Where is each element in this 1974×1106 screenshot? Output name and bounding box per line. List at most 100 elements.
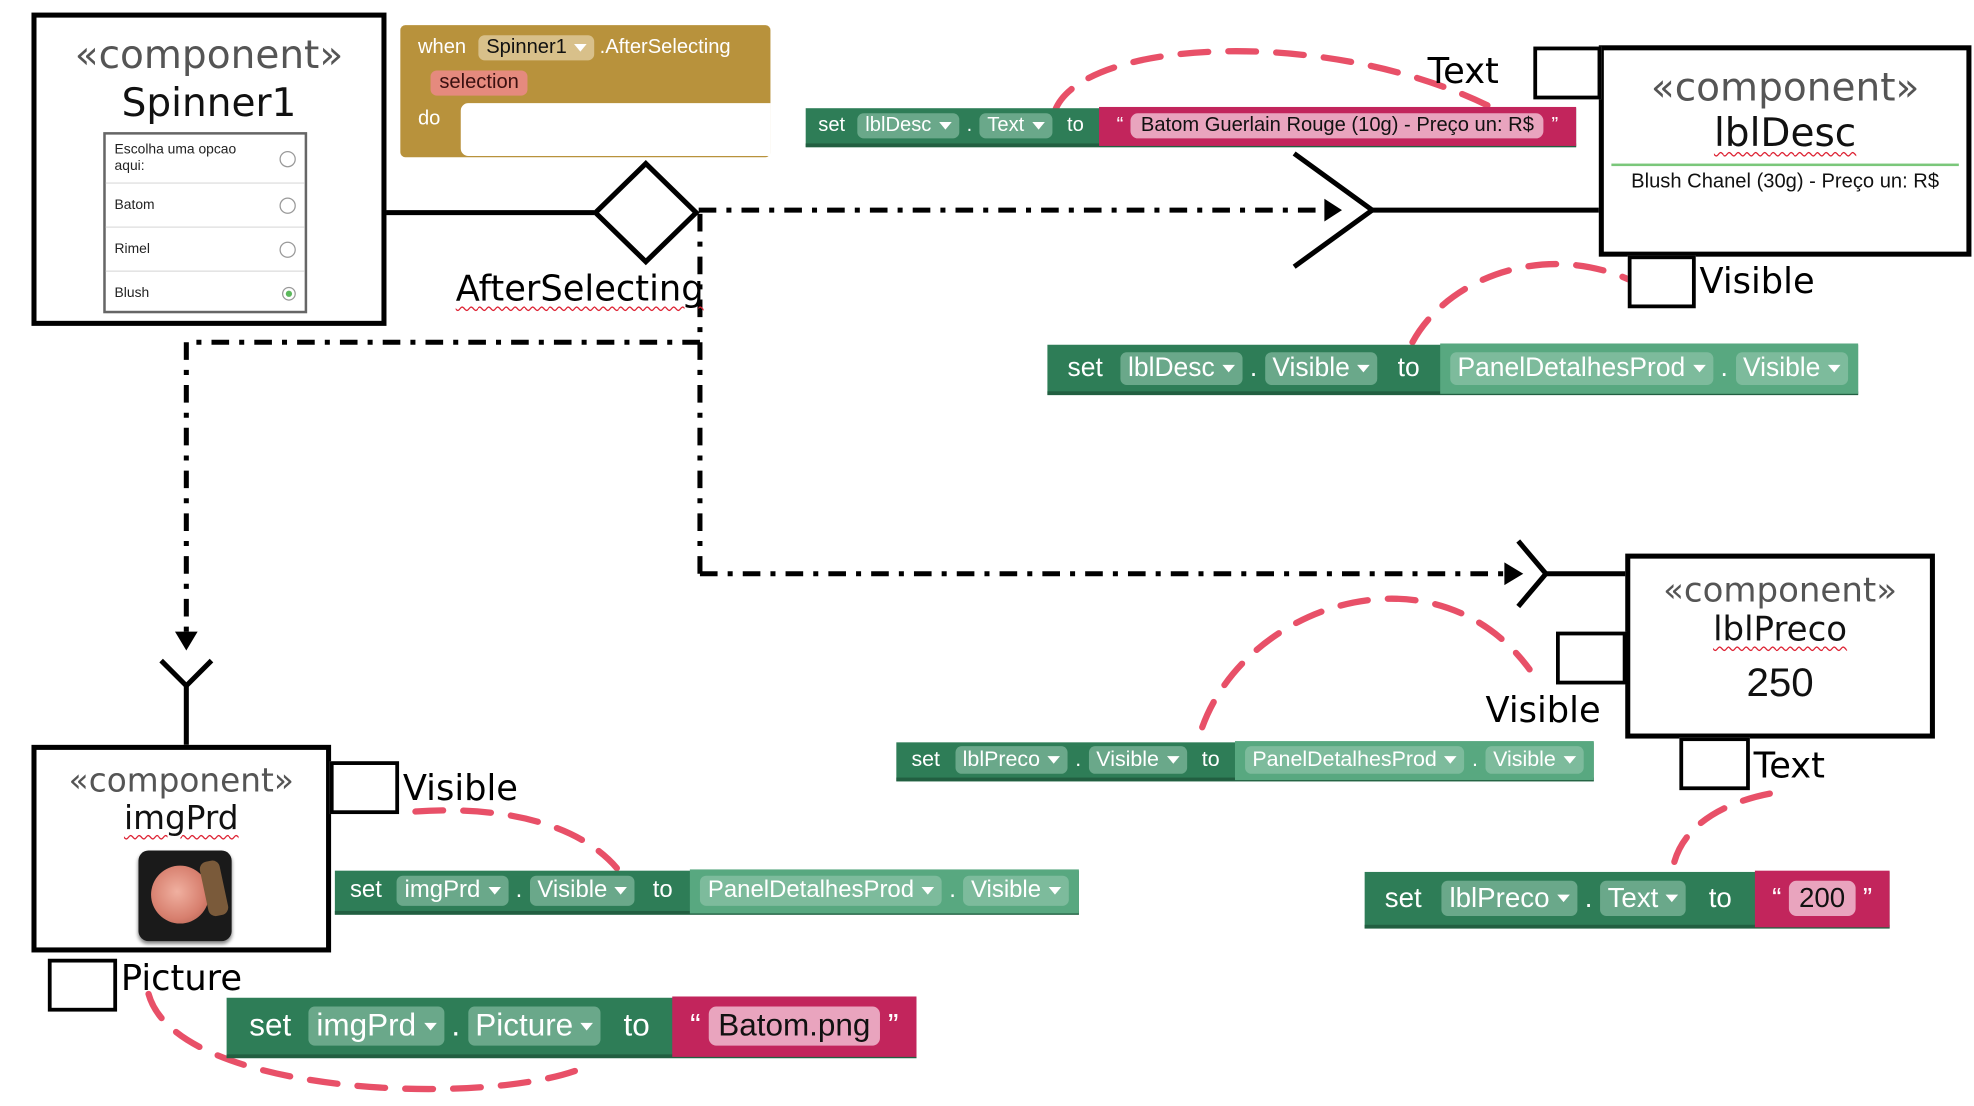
string-block[interactable]: “ Batom.png ” — [672, 995, 917, 1057]
block-set-imgPrd-picture[interactable]: set imgPrd . Picture to “ Batom.png ” — [226, 995, 917, 1059]
lblDesc-text: Blush Chanel (30g) - Preço un: R$ — [1631, 171, 1940, 193]
stereotype-label: «component» — [74, 32, 344, 79]
chevron-down-icon — [1563, 756, 1576, 764]
set-keyword: set — [818, 114, 846, 136]
block-set-lblPreco-text[interactable]: set lblPreco . Text to “ 200 ” — [1364, 870, 1890, 929]
property-dropdown[interactable]: Visible — [1088, 746, 1187, 774]
property-dropdown[interactable]: Visible — [1485, 746, 1584, 774]
component-name: lblPreco — [1713, 610, 1848, 650]
chevron-down-icon — [574, 44, 588, 52]
port-label-imgPrd-picture: Picture — [120, 957, 243, 1000]
port-imgPrd-visible — [329, 761, 400, 815]
port-label-lblPreco-text: Text — [1753, 744, 1825, 787]
event-param-selection[interactable]: selection — [430, 70, 528, 96]
getter-block[interactable]: PanelDetalhesProd . Visible — [1234, 740, 1594, 780]
chevron-down-icon — [1557, 894, 1570, 903]
lblDesc-divider — [1611, 163, 1959, 167]
component-dropdown[interactable]: PanelDetalhesProd — [1449, 351, 1713, 385]
chevron-down-icon — [1692, 364, 1706, 372]
chevron-down-icon — [1665, 894, 1679, 903]
property-dropdown[interactable]: Visible — [963, 875, 1069, 906]
component-dropdown[interactable]: lblPreco — [1441, 880, 1578, 916]
spinner-option[interactable]: Blush — [106, 272, 305, 315]
stereotype-label: «component» — [1663, 571, 1898, 611]
string-block[interactable]: “ Batom Guerlain Rouge (10g) - Preço un:… — [1098, 106, 1576, 146]
spinner-option-label: Batom — [114, 197, 155, 213]
to-keyword: to — [1201, 747, 1220, 772]
arrowhead-lblPreco — [1504, 562, 1524, 586]
component-dropdown[interactable]: lblDesc — [1120, 351, 1243, 385]
spinner-option-label: Rimel — [114, 241, 150, 257]
component-name: lblDesc — [1713, 110, 1857, 157]
crowfoot-imgPrd — [159, 658, 214, 690]
radio-icon — [279, 240, 296, 258]
component-dropdown[interactable]: PanelDetalhesProd — [700, 875, 942, 906]
chevron-down-icon — [614, 887, 628, 895]
property-dropdown[interactable]: Picture — [467, 1006, 601, 1046]
aggregation-diamond — [591, 160, 700, 266]
spinner-prompt: Escolha uma opcao aqui: — [114, 142, 237, 174]
component-dropdown[interactable]: lblDesc — [857, 113, 960, 139]
property-dropdown[interactable]: Visible — [529, 875, 636, 906]
getter-block[interactable]: PanelDetalhesProd . Visible — [1439, 342, 1859, 394]
chevron-down-icon — [1048, 887, 1062, 895]
chevron-down-icon — [1047, 756, 1061, 764]
port-lblPreco-text — [1679, 737, 1750, 791]
spinner-option-label: Blush — [114, 285, 150, 301]
radio-icon — [279, 150, 296, 167]
event-handler-block[interactable]: when Spinner1 .AfterSelecting selection … — [400, 25, 771, 158]
string-block[interactable]: “ 200 ” — [1754, 870, 1890, 927]
block-set-imgPrd-visible[interactable]: set imgPrd . Visible to PanelDetalhesPro… — [334, 868, 1079, 915]
port-label-imgPrd-visible: Visible — [402, 767, 518, 810]
string-value[interactable]: Batom Guerlain Rouge (10g) - Preço un: R… — [1130, 113, 1544, 139]
chevron-down-icon — [1827, 364, 1841, 372]
property-dropdown[interactable]: Visible — [1735, 351, 1849, 385]
port-label-lblDesc-text: Text — [1427, 50, 1499, 92]
component-dropdown[interactable]: lblPreco — [955, 746, 1068, 774]
to-keyword: to — [1397, 352, 1420, 382]
set-keyword: set — [249, 1007, 292, 1044]
to-keyword: to — [1067, 114, 1084, 136]
port-imgPrd-picture — [47, 958, 118, 1012]
spinner-component: «component» Spinner1 Escolha uma opcao a… — [31, 12, 387, 326]
set-keyword: set — [1384, 881, 1422, 914]
chevron-down-icon — [487, 887, 501, 895]
block-set-lblDesc-text[interactable]: set lblDesc . Text to “ Batom Guerlain R… — [805, 106, 1576, 148]
component-name: Spinner1 — [121, 80, 297, 126]
getter-block[interactable]: PanelDetalhesProd . Visible — [690, 868, 1079, 913]
string-value[interactable]: Batom.png — [708, 1006, 881, 1046]
event-component-dropdown[interactable]: Spinner1 — [478, 35, 595, 61]
to-keyword: to — [623, 1007, 650, 1044]
event-do-label: do — [417, 108, 441, 130]
lblDesc-component: «component» lblDesc Blush Chanel (30g) -… — [1598, 45, 1972, 257]
set-keyword: set — [1067, 352, 1103, 382]
component-dropdown[interactable]: imgPrd — [397, 875, 509, 906]
to-keyword: to — [652, 876, 673, 904]
property-dropdown[interactable]: Text — [979, 113, 1052, 139]
lblPreco-value: 250 — [1746, 659, 1814, 705]
spinner-prompt-row[interactable]: Escolha uma opcao aqui: — [105, 135, 305, 184]
spinner-widget[interactable]: Escolha uma opcao aqui: Batom Rimel Blus… — [103, 132, 308, 315]
block-set-lblPreco-visible[interactable]: set lblPreco . Visible to PanelDetalhesP… — [896, 740, 1594, 782]
link-arc-preco-text — [1671, 789, 1779, 866]
block-set-lblDesc-visible[interactable]: set lblDesc . Visible to PanelDetalhesPr… — [1047, 342, 1859, 396]
to-keyword: to — [1708, 881, 1732, 914]
component-dropdown[interactable]: imgPrd — [308, 1006, 444, 1046]
event-when-label: when — [417, 36, 467, 58]
chevron-down-icon — [580, 1022, 594, 1030]
string-value[interactable]: 200 — [1788, 880, 1856, 916]
chevron-down-icon — [423, 1022, 437, 1030]
chevron-down-icon — [1222, 364, 1235, 372]
component-dropdown[interactable]: PanelDetalhesProd — [1244, 746, 1465, 774]
property-dropdown[interactable]: Visible — [1264, 351, 1378, 385]
link-arc-desc-visible — [1409, 260, 1640, 346]
spinner-option[interactable]: Rimel — [105, 228, 305, 272]
property-dropdown[interactable]: Text — [1600, 880, 1687, 916]
chevron-down-icon — [1166, 756, 1180, 764]
spinner-option[interactable]: Batom — [105, 184, 305, 228]
port-label-lblPreco-visible: Visible — [1485, 689, 1601, 732]
link-arc-preco-visible — [1199, 595, 1533, 731]
port-lblDesc-text — [1533, 46, 1602, 100]
blush-compact-image — [138, 850, 232, 942]
